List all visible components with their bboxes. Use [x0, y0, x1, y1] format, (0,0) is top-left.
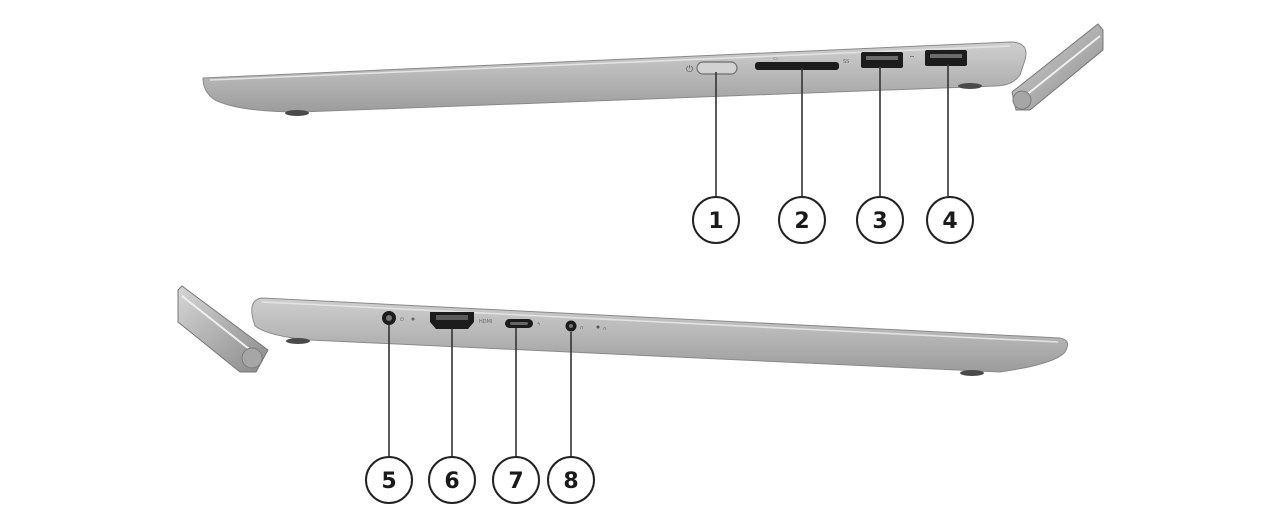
audio-jack: ∩ ∩: [565, 320, 607, 332]
headset-icon: ∩: [580, 325, 584, 331]
callout-4: 4: [926, 196, 974, 244]
rubber-foot: [960, 370, 984, 376]
rubber-foot: [286, 338, 310, 344]
power-button: ⏻: [686, 61, 738, 75]
power-connector: ⏻: [382, 311, 415, 325]
reset-icon: ∩: [603, 326, 607, 332]
card-icon: ▭: [773, 56, 778, 62]
rubber-foot: [285, 110, 309, 116]
svg-text:1: 1: [708, 209, 723, 234]
svg-text:8: 8: [563, 469, 578, 494]
usb-a-port-1: SS: [843, 52, 903, 68]
svg-text:7: 7: [508, 469, 523, 494]
usb-icon: ⎓: [910, 54, 914, 60]
status-led: [596, 325, 600, 329]
callout-2: 2: [778, 196, 826, 244]
usb-c-port: ϟ: [505, 319, 540, 328]
hinge: [1012, 90, 1032, 110]
svg-text:2: 2: [794, 209, 809, 234]
status-led: [411, 317, 415, 321]
callout-3: 3: [856, 196, 904, 244]
callout-8: 8: [547, 456, 595, 504]
base-chassis: [251, 297, 1069, 373]
laptop-left-side-view: ⏻ HDMI ϟ ∩ ∩ 5: [177, 285, 1069, 504]
card-reader-slot: ▭: [755, 56, 839, 70]
thunderbolt-icon: ϟ: [537, 322, 540, 328]
usb-ss-label: SS: [843, 59, 849, 65]
callout-7: 7: [492, 456, 540, 504]
svg-text:6: 6: [444, 469, 459, 494]
hinge: [241, 347, 263, 369]
hdmi-label: HDMI: [479, 319, 492, 325]
callout-5: 5: [365, 456, 413, 504]
svg-text:4: 4: [942, 209, 957, 234]
callout-6: 6: [428, 456, 476, 504]
hdmi-port: HDMI: [430, 312, 492, 329]
svg-text:3: 3: [872, 209, 887, 234]
laptop-right-side-view: ⏻ ▭ SS ⎓ 1 2: [202, 23, 1104, 244]
power-indicator-icon: ⏻: [400, 317, 404, 323]
base-chassis: [202, 41, 1027, 113]
callout-1: 1: [692, 196, 740, 244]
rubber-foot: [958, 83, 982, 89]
usb-a-port-2: ⎓: [910, 50, 967, 66]
power-icon: ⏻: [686, 64, 693, 75]
svg-text:5: 5: [381, 469, 396, 494]
